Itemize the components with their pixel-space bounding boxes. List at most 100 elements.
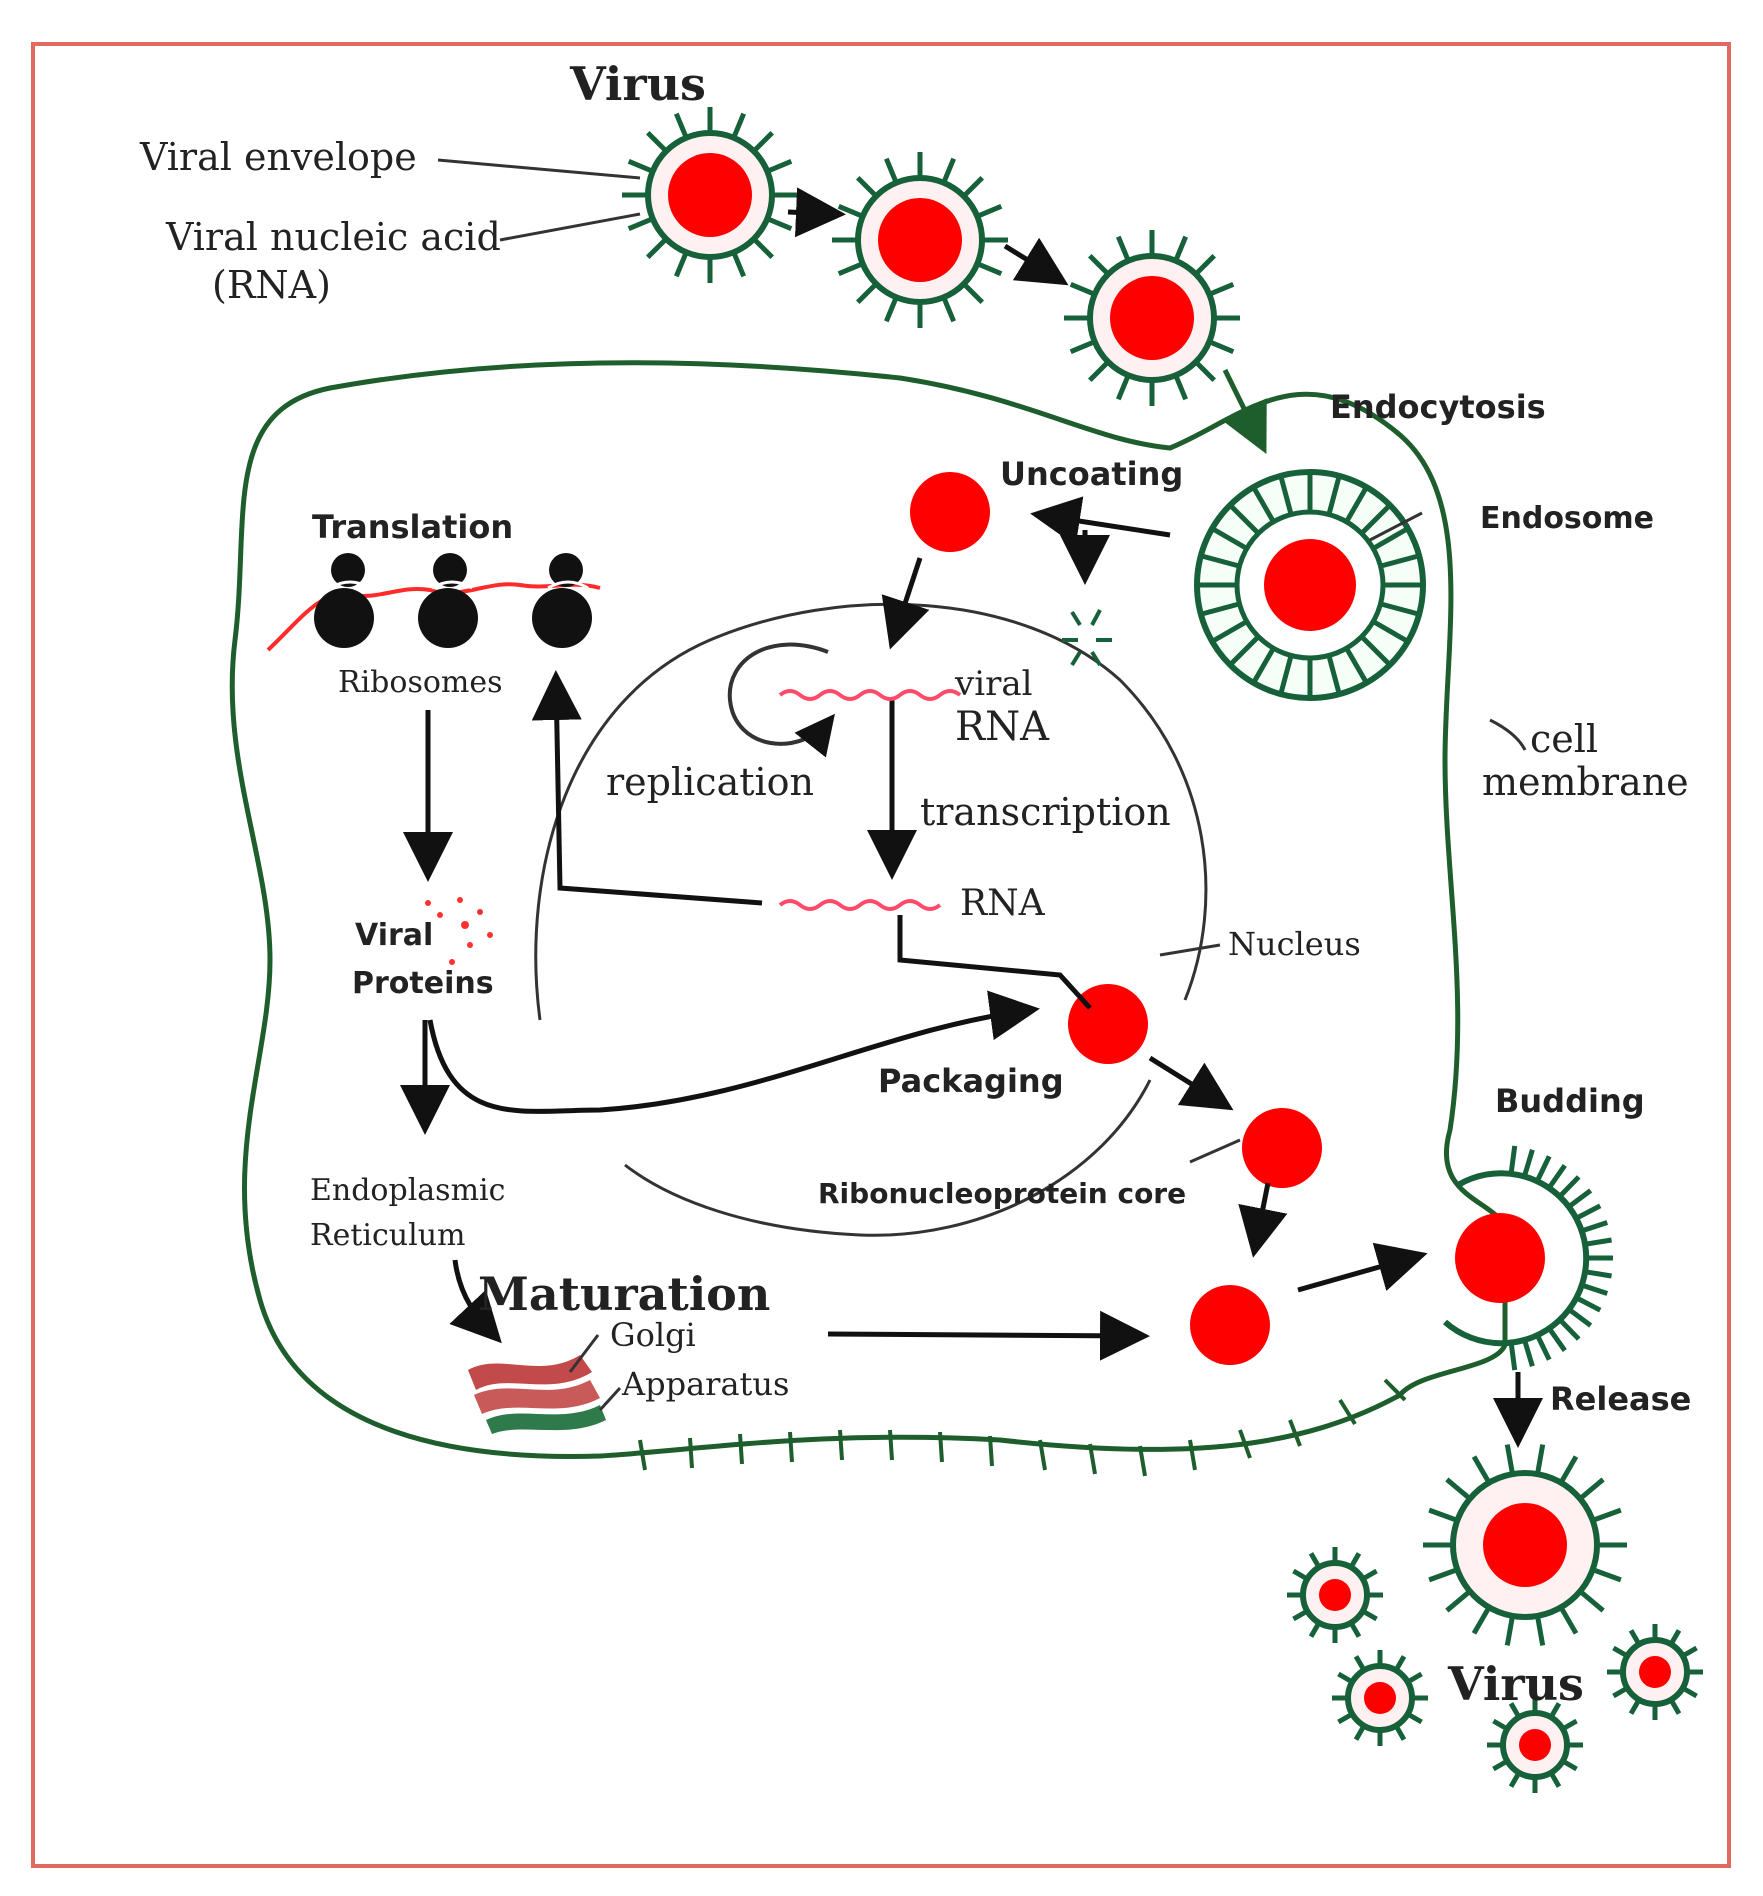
released-virus-small-2 (1332, 1650, 1428, 1746)
cell-membrane (229, 360, 1508, 1459)
envelope-spike (674, 112, 689, 139)
labels: Virus Viral envelope Viral nucleic acid … (139, 57, 1691, 1711)
label-virus-top: Virus (569, 57, 706, 111)
label-nucleus: Nucleus (1228, 925, 1361, 963)
label-endoplasmic-1: Endoplasmic (310, 1173, 505, 1208)
uncoated-capsid (910, 472, 990, 552)
envelope-spike (752, 131, 774, 153)
envelope-spike (941, 296, 956, 323)
envelope-spike (1194, 360, 1216, 382)
envelope-spike (962, 176, 984, 198)
envelope-spike (941, 157, 956, 184)
label-transcription: transcription (920, 790, 1171, 834)
envelope-spike (1535, 1615, 1546, 1646)
envelope-spike (1173, 235, 1188, 262)
label-endocytosis: Endocytosis (1330, 388, 1546, 426)
label-viral-proteins-1: Viral (355, 918, 433, 953)
ribonucleoprotein-core-2 (1190, 1285, 1270, 1365)
envelope-spike (731, 251, 746, 278)
endosome (1194, 469, 1426, 701)
ribosomes (266, 553, 601, 652)
envelope-spike (1088, 360, 1110, 382)
viral-protein-fragments (425, 897, 493, 965)
envelope-spike (1471, 1455, 1492, 1484)
replication-loop (727, 642, 835, 758)
envelope-spike (1578, 1589, 1605, 1613)
envelope-spike (1069, 339, 1096, 354)
envelope-spike (962, 282, 984, 304)
label-viral-nucleic-acid: Viral nucleic acid (165, 215, 501, 259)
label-rna: RNA (960, 883, 1046, 924)
label-cell-membrane-2: membrane (1482, 760, 1689, 804)
label-translation: Translation (312, 508, 513, 546)
viral-capsid (1319, 1579, 1351, 1611)
label-ribosomes: Ribosomes (338, 665, 503, 700)
envelope-spike (1558, 1606, 1579, 1635)
envelope-spike (752, 237, 774, 259)
envelope-spike (1591, 1567, 1622, 1583)
envelope-spike (837, 261, 864, 276)
label-golgi-1: Golgi (610, 1316, 696, 1354)
envelope-spike (1471, 1606, 1492, 1635)
envelope-spike (646, 237, 668, 259)
envelope-spike (1173, 374, 1188, 401)
viral-capsid (1639, 1656, 1671, 1688)
label-viral-rna-2: RNA (955, 704, 1050, 750)
viral-capsid (1519, 1729, 1551, 1761)
envelope-spike (1445, 1477, 1472, 1501)
golgi-apparatus (468, 1355, 606, 1434)
virus-approach-1 (622, 107, 798, 283)
envelope-spike (1558, 1455, 1579, 1484)
envelope-spike (627, 216, 654, 231)
envelope-spike (1208, 282, 1235, 297)
viral-capsid (1110, 276, 1194, 360)
viral-rna-strand (778, 689, 962, 701)
envelope-spike (976, 204, 1003, 219)
envelope-spike (1428, 1567, 1459, 1583)
envelope-spike (1535, 1444, 1546, 1475)
label-uncoating: Uncoating (1000, 455, 1183, 493)
envelope-spike (1428, 1507, 1459, 1523)
viral-capsid (878, 198, 962, 282)
label-viral-envelope: Viral envelope (139, 135, 417, 179)
label-ribonucleoprotein: Ribonucleoprotein core (818, 1177, 1186, 1210)
envelope-spike (627, 159, 654, 174)
envelope-spike (731, 112, 746, 139)
released-virus-large (1423, 1444, 1627, 1646)
label-rna-paren: (RNA) (212, 263, 331, 307)
virus-attach-2 (832, 152, 1008, 328)
envelope-spike (646, 131, 668, 153)
label-viral-proteins-2: Proteins (352, 966, 494, 1001)
label-packaging: Packaging (878, 1062, 1064, 1100)
leader-lines (437, 158, 1527, 1412)
viral-capsid (1483, 1503, 1567, 1587)
label-maturation: Maturation (478, 1267, 770, 1321)
figure-frame (31, 42, 1731, 1868)
label-replication: replication (606, 760, 814, 804)
envelope-spike (884, 157, 899, 184)
mrna-strand (778, 899, 942, 911)
ribonucleoprotein-core-1 (1242, 1108, 1322, 1188)
viral-capsid (668, 153, 752, 237)
envelope-spike (856, 282, 878, 304)
envelope-spike (884, 296, 899, 323)
envelope-spike (1088, 254, 1110, 276)
envelope-spike (1069, 282, 1096, 297)
envelope-spike (674, 251, 689, 278)
envelope-spike (1504, 1444, 1515, 1475)
budding-envelope (1443, 1145, 1613, 1371)
envelope-spike (1116, 374, 1131, 401)
envelope-spike (1194, 254, 1216, 276)
nucleus-membrane-lower (624, 1079, 1152, 1237)
released-virus-small-4 (1607, 1624, 1703, 1720)
released-virus-small-1 (1287, 1547, 1383, 1643)
label-endosome: Endosome (1480, 501, 1654, 536)
envelope-spike (766, 159, 793, 174)
viral-capsid (1364, 1682, 1396, 1714)
virus-entering-3 (1064, 230, 1240, 406)
label-budding: Budding (1495, 1082, 1645, 1120)
envelope-spike (856, 176, 878, 198)
label-cell-membrane-1: cell (1530, 717, 1598, 761)
label-release: Release (1550, 1380, 1691, 1418)
label-viral-rna-1: viral (954, 664, 1032, 704)
